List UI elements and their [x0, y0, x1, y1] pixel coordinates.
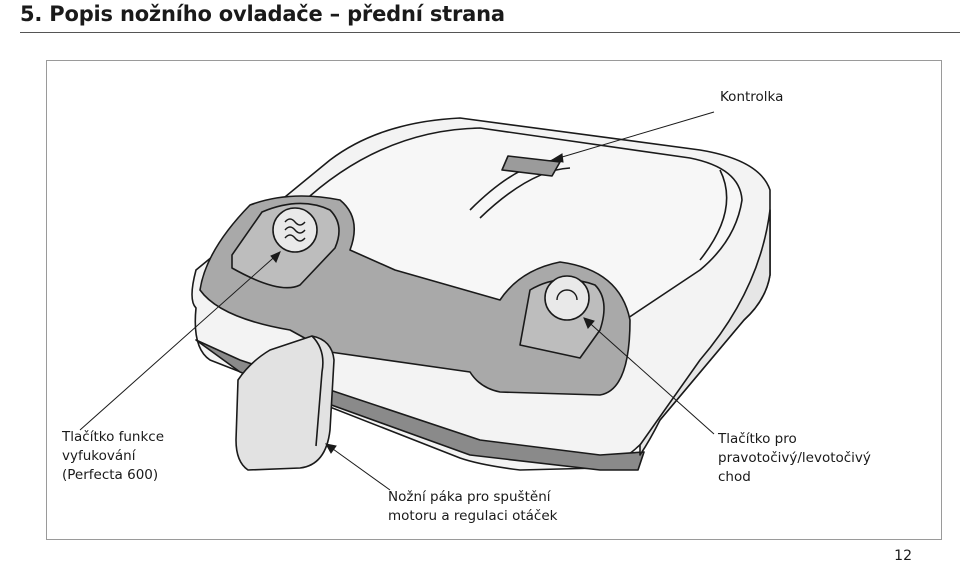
- foot-lever-edge: [311, 335, 324, 447]
- label-blow-button: Tlačítko funkce vyfukování (Perfecta 600…: [62, 429, 165, 483]
- indicator-arrowhead: [550, 153, 564, 163]
- blow-symbol: [284, 218, 306, 242]
- dome-sweep-line: [479, 167, 571, 219]
- dome-edge-line: [699, 169, 728, 261]
- indicator-window: [501, 155, 561, 177]
- figure-frame: [46, 60, 942, 540]
- direction-button: [544, 275, 590, 321]
- label-foot-lever: Nožní páka pro spuštění motoru a regulac…: [388, 489, 558, 524]
- blow-button-arrowhead: [270, 251, 281, 263]
- blow-button-leader: [79, 251, 281, 431]
- direction-button-leader: [583, 317, 715, 435]
- base-bottom-band: [195, 339, 645, 471]
- foot-lever: [235, 335, 335, 471]
- label-indicator: Kontrolka: [720, 89, 784, 105]
- foot-lever-leader: [325, 443, 391, 491]
- title-divider: [20, 32, 960, 33]
- page-number: 12: [894, 548, 912, 564]
- page-title: 5. Popis nožního ovladače – přední stran…: [20, 2, 505, 26]
- foot-lever-arrowhead: [325, 443, 337, 454]
- direction-symbol: [556, 289, 578, 301]
- direction-button-arrowhead: [583, 317, 595, 329]
- indicator-leader: [551, 111, 715, 161]
- label-direction-button: Tlačítko pro pravotočivý/levotočivý chod: [718, 431, 871, 485]
- base-right-face: [639, 209, 771, 456]
